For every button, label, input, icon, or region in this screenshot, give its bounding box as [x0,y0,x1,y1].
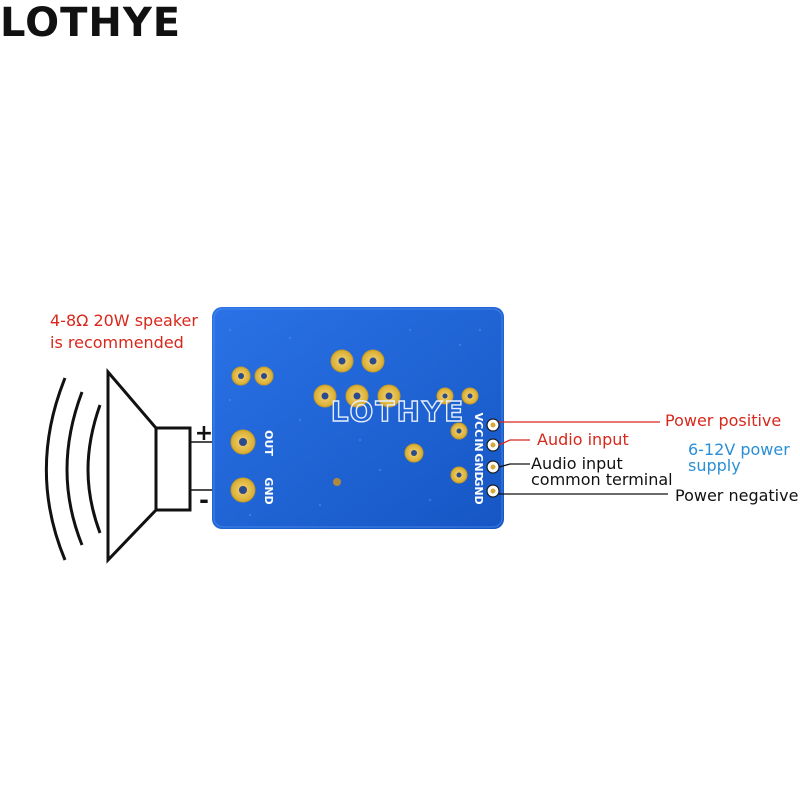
pcb-board [212,307,504,529]
speaker-note-line1: 4-8Ω 20W speaker [50,311,198,330]
brand-logo: LOTHYE [0,0,182,46]
sound-wave-outer [44,377,67,561]
silk-vcc-label: VCC [472,413,485,438]
leader-audio-input [498,439,530,446]
speaker-cone [106,367,158,564]
speaker-magnet [154,426,192,512]
label-power-positive: Power positive [665,411,782,430]
silk-gnd1-label: GND [472,453,485,480]
sound-wave-middle [65,391,84,546]
supply-line1: 6-12V power [688,440,790,459]
audio-common-line1: Audio input [531,454,623,473]
silkscreen-brand: LOTHYE [331,395,466,428]
speaker-icon [44,367,192,564]
speaker-note-line2: is recommended [50,333,184,352]
sound-wave-inner [86,404,102,534]
silk-out-label: OUT [262,430,275,456]
label-audio-common: Audio input common terminal [531,456,673,488]
plus-sign: + [195,421,213,446]
silk-gnd2-label: GND [472,477,485,504]
label-power-negative: Power negative [675,486,799,505]
via [333,478,341,486]
silk-in-label: IN [472,438,485,451]
speaker-recommendation: 4-8Ω 20W speaker is recommended [50,310,198,354]
label-power-supply: 6-12V power supply [688,442,790,474]
supply-line2: supply [688,456,741,475]
leader-lines [498,421,668,495]
leader-audio-common [498,463,530,468]
minus-sign: - [199,486,209,514]
pcb-pads [230,349,479,503]
board-texture [228,328,482,517]
header-pins [486,418,500,498]
silk-gnd-label: GND [262,477,275,504]
label-audio-input: Audio input [537,430,629,449]
audio-common-line2: common terminal [531,470,673,489]
